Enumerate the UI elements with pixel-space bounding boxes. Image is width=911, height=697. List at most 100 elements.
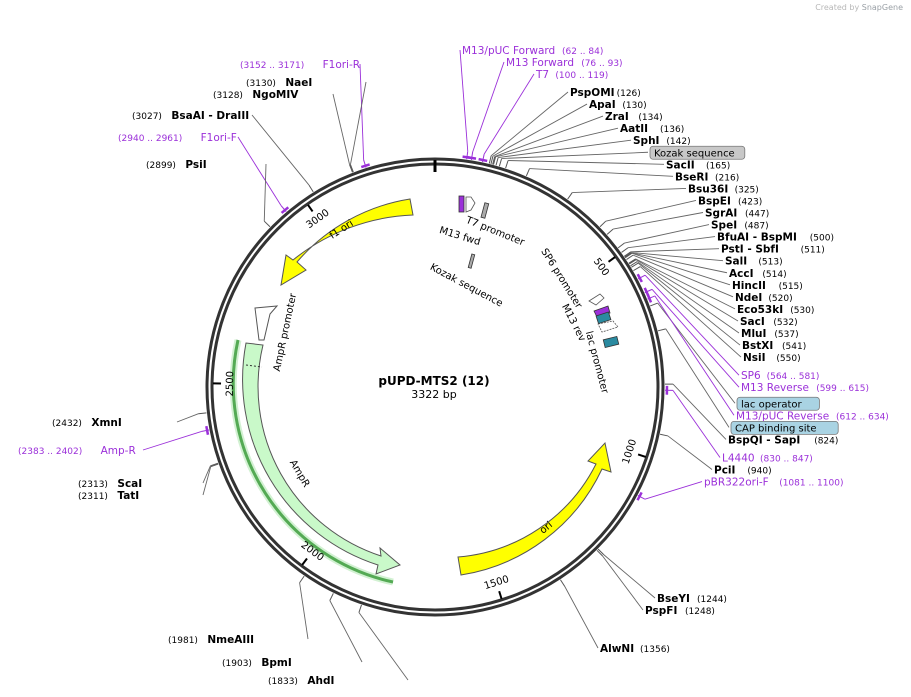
sp6-promoter-arrow[interactable] xyxy=(588,293,605,306)
label-name: L4440 xyxy=(722,452,755,464)
feature-label-sp6[interactable]: SP6(564 .. 581) xyxy=(741,370,819,382)
lac-operator-mark[interactable] xyxy=(595,311,612,325)
feature-label-cap-binding-site[interactable]: CAP binding site xyxy=(730,420,839,435)
label-name: SphI xyxy=(633,135,659,147)
lac-promoter-arrow[interactable] xyxy=(597,320,619,333)
ampr-dashes xyxy=(245,364,263,368)
t7-promoter-arrow[interactable] xyxy=(465,196,476,213)
site-label-hincii[interactable]: HincII(515) xyxy=(732,280,803,292)
label-range: (2940 .. 2961) xyxy=(118,134,182,144)
label-leader-line xyxy=(350,81,367,165)
feature-label-lac-operator[interactable]: lac operator xyxy=(736,396,820,411)
site-label-bspei[interactable]: BspEI(423) xyxy=(698,195,762,207)
label-leader-stub xyxy=(621,247,629,253)
feature-label-l4440[interactable]: L4440(830 .. 847) xyxy=(722,452,813,464)
site-label-acci[interactable]: AccI(514) xyxy=(729,268,787,280)
label-leader-stub xyxy=(498,158,503,167)
site-label-apai[interactable]: ApaI(130) xyxy=(589,99,647,111)
site-label-ahdi[interactable]: AhdI(1833) xyxy=(268,675,334,687)
site-label-saci[interactable]: SacI(532) xyxy=(740,316,798,328)
label-name: F1ori-R xyxy=(323,59,360,71)
site-label-sphi[interactable]: SphI(142) xyxy=(633,135,691,147)
cap-binding-mark[interactable] xyxy=(602,335,620,349)
label-leader-line xyxy=(631,252,731,286)
label-range: (1833) xyxy=(268,677,298,687)
label-range: (515) xyxy=(779,282,803,292)
site-label-eco53ki[interactable]: Eco53kI(530) xyxy=(737,304,814,316)
plasmid-length: 3322 bp xyxy=(411,388,456,401)
feature-box-text: CAP binding site xyxy=(735,423,817,434)
site-label-tati[interactable]: TatI(2311) xyxy=(78,490,139,502)
label-name: ScaI xyxy=(117,478,142,490)
site-label-sali[interactable]: SalI(513) xyxy=(725,256,783,268)
site-label-nsii[interactable]: NsiI(550) xyxy=(743,352,801,364)
f1-ori-arrow[interactable] xyxy=(280,198,414,286)
label-leader-stub xyxy=(349,164,354,173)
feature-label-amp-r[interactable]: Amp-R(2383 .. 2402) xyxy=(18,445,136,457)
feature-label-f1ori-r[interactable]: F1ori-R(3152 .. 3171) xyxy=(240,59,360,71)
site-label-nmeaiii[interactable]: NmeAIII(1981) xyxy=(168,634,254,646)
label-leader-line xyxy=(644,481,703,500)
label-name: XmnI xyxy=(91,417,121,429)
feature-label-m13-forward[interactable]: M13 Forward(76 .. 93) xyxy=(506,57,623,69)
site-label-psti-sbfi[interactable]: PstI - SbfI(511) xyxy=(721,244,825,256)
feature-label-kozak-sequence[interactable]: Kozak sequence xyxy=(649,145,746,160)
site-label-spei[interactable]: SpeI(487) xyxy=(711,220,769,232)
label-leader-stub xyxy=(628,258,636,264)
feature-label-m13-puc-reverse[interactable]: M13/pUC Reverse(612 .. 634) xyxy=(736,410,889,422)
ampr-promoter-arrow[interactable] xyxy=(254,305,279,341)
site-label-zrai[interactable]: ZraI(134) xyxy=(605,111,663,123)
ori-arrow[interactable] xyxy=(457,441,612,576)
m13-fwd-mark[interactable] xyxy=(458,195,465,213)
label-leader-line xyxy=(630,248,720,253)
m13-rev-mark[interactable] xyxy=(593,305,611,318)
site-label-bstxi[interactable]: BstXI(541) xyxy=(742,340,806,352)
label-leader-line xyxy=(494,115,604,158)
label-range: (2313) xyxy=(78,480,108,490)
site-label-xmni[interactable]: XmnI(2432) xyxy=(52,417,122,429)
site-label-psii[interactable]: PsiI(2899) xyxy=(146,159,207,171)
site-label-scai[interactable]: ScaI (2313) xyxy=(78,478,142,490)
site-label-bspqi-sapi[interactable]: BspQI - SapI(824) xyxy=(728,434,838,446)
site-label-bfuai-bspmi[interactable]: BfuAI - BspMI(500) xyxy=(717,232,834,244)
label-leader-stub xyxy=(495,157,499,166)
site-label-sgrai[interactable]: SgrAI(447) xyxy=(705,208,769,220)
label-range: (325) xyxy=(735,185,759,195)
site-label-bseri[interactable]: BseRI(216) xyxy=(675,171,739,183)
site-label-alwni[interactable]: AlwNI(1356) xyxy=(600,643,670,655)
site-label-bsu36i[interactable]: Bsu36I(325) xyxy=(688,183,759,195)
site-label-naei[interactable]: NaeI(3130) xyxy=(246,77,312,89)
label-leader-line xyxy=(472,61,505,153)
kozak-mark[interactable] xyxy=(480,202,490,219)
feature-label-pbr322ori-f[interactable]: pBR322ori-F(1081 .. 1100) xyxy=(704,477,843,489)
site-label-pspfi[interactable]: PspFI(1248) xyxy=(645,605,715,617)
site-label-aatii[interactable]: AatII(136) xyxy=(620,123,684,135)
feature-label-m13-reverse[interactable]: M13 Reverse(599 .. 615) xyxy=(741,382,869,394)
site-label-mlui[interactable]: MluI(537) xyxy=(741,328,799,340)
kozak-mark-inner[interactable] xyxy=(467,253,476,269)
site-label-ndei[interactable]: NdeI(520) xyxy=(735,292,793,304)
site-label-bsaai-draiii[interactable]: BsaAI - DraIII(3027) xyxy=(132,110,249,122)
site-label-ngomiv[interactable]: NgoMIV(3128) xyxy=(213,89,299,101)
feature-label-f1ori-f[interactable]: F1ori-F(2940 .. 2961) xyxy=(118,132,237,144)
label-name: AccI xyxy=(729,268,753,280)
site-label-bpmi[interactable]: BpmI(1903) xyxy=(222,657,292,669)
label-leader-stub xyxy=(650,302,658,307)
label-leader-line xyxy=(631,252,724,262)
site-label-pcii[interactable]: PciI(940) xyxy=(714,465,772,477)
site-label-bseyi[interactable]: BseYI(1244) xyxy=(657,593,727,605)
label-leader-stub xyxy=(596,549,603,557)
feature-label-t7[interactable]: T7(100 .. 119) xyxy=(535,69,608,81)
site-label-sacii[interactable]: SacII(165) xyxy=(666,159,730,171)
label-leader-stub xyxy=(308,184,314,193)
site-label-pspomi[interactable]: PspOMI(126) xyxy=(570,87,641,99)
label-range: (1903) xyxy=(222,659,252,669)
label-range: (541) xyxy=(782,342,806,352)
feature-label-m13-puc-forward[interactable]: M13/pUC Forward(62 .. 84) xyxy=(462,45,603,57)
label-leader-line xyxy=(142,431,202,451)
primer-mark xyxy=(467,156,477,160)
label-name: Eco53kI xyxy=(737,304,783,316)
label-range: (130) xyxy=(622,101,646,111)
label-name: BseYI xyxy=(657,593,690,605)
